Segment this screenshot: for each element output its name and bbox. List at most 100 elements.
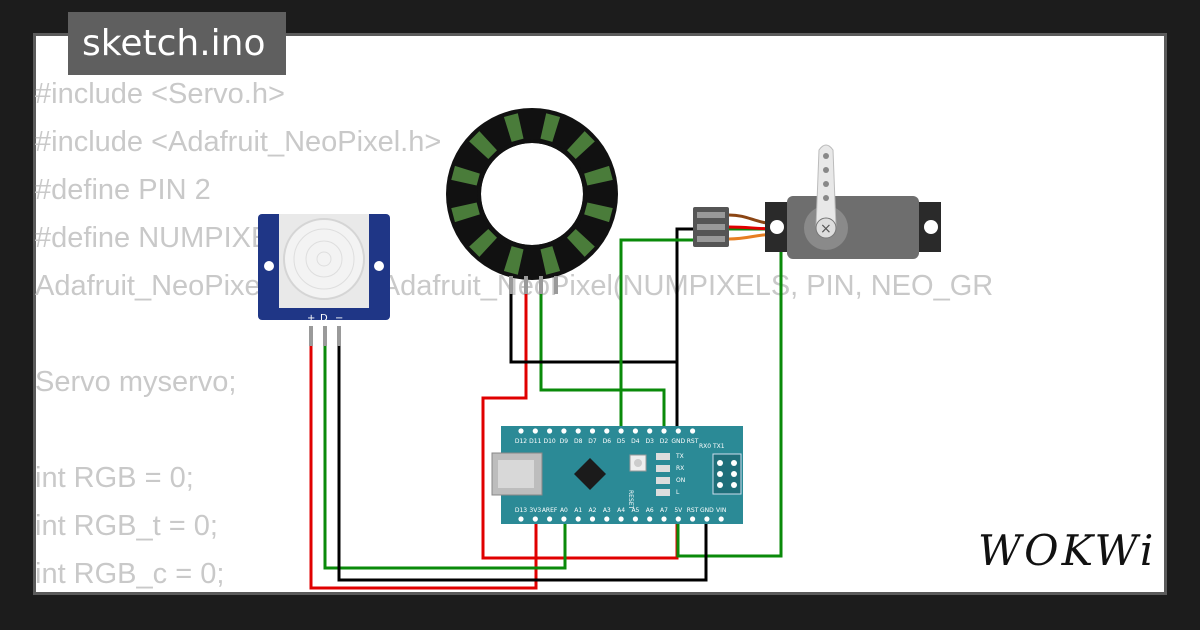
code-line: #define PIN 2 xyxy=(35,174,211,206)
wire-pir-vcc[interactable] xyxy=(309,345,538,590)
nano-pin[interactable] xyxy=(575,516,581,522)
svg-text:RX: RX xyxy=(676,465,684,472)
nano-pin-label: A6 xyxy=(646,507,654,514)
nano-pin[interactable] xyxy=(632,428,639,434)
code-line: int RGB_t = 0; xyxy=(35,510,218,542)
ring-pixel xyxy=(567,229,595,257)
ring-pixel xyxy=(584,202,613,223)
svg-text:×: × xyxy=(820,221,832,237)
nano-pin[interactable] xyxy=(547,516,553,522)
code-line: Servo myservo; xyxy=(35,366,237,398)
nano-pin[interactable] xyxy=(518,428,524,434)
ring-pixel xyxy=(540,113,561,142)
svg-text:TX: TX xyxy=(675,453,684,460)
nano-pin-label: 5V xyxy=(674,507,683,514)
svg-text:L: L xyxy=(676,489,680,496)
nano-pin-label: D13 xyxy=(515,507,527,514)
on-led xyxy=(656,477,670,484)
nano-pin[interactable] xyxy=(675,516,681,522)
nano-pin[interactable] xyxy=(632,516,639,522)
nano-pin-label: GND xyxy=(671,438,685,445)
wire-pir-signal[interactable] xyxy=(323,345,567,570)
ring-pixels xyxy=(451,113,613,275)
ring-pixel xyxy=(584,165,613,186)
svg-text:ON: ON xyxy=(676,477,685,484)
nano-pin[interactable] xyxy=(661,428,667,434)
nano-pin[interactable] xyxy=(704,516,710,522)
nano-pin-label: AREF xyxy=(542,507,558,514)
wire-servo-gnd[interactable] xyxy=(675,227,697,362)
nano-pins xyxy=(518,428,724,522)
nano-pin-label: A4 xyxy=(617,507,625,514)
nano-pin-label: D9 xyxy=(560,438,569,445)
nano-pin[interactable] xyxy=(690,428,696,434)
svg-text:RESET: RESET xyxy=(627,490,634,510)
nano-pin[interactable] xyxy=(675,428,681,434)
servo-motor[interactable]: × xyxy=(693,144,941,259)
nano-pin-label: D4 xyxy=(631,438,640,445)
nano-pin-label: A5 xyxy=(631,507,639,514)
code-line: int RGB_c = 0; xyxy=(35,558,225,590)
nano-pin[interactable] xyxy=(547,428,553,434)
wire-ring-gnd[interactable] xyxy=(509,293,679,430)
ring-pixel xyxy=(540,246,561,275)
nano-pin-label: VIN xyxy=(716,507,726,514)
ring-pixel xyxy=(567,131,595,159)
nano-pin-label: GND xyxy=(700,507,714,514)
nano-pin-label: RST xyxy=(687,507,699,514)
nano-pin[interactable] xyxy=(604,428,610,434)
nano-pin[interactable] xyxy=(561,428,567,434)
nano-pin-label: D8 xyxy=(574,438,583,445)
pir-pin-signal-label: D xyxy=(320,313,328,324)
svg-text:RX0 TX1: RX0 TX1 xyxy=(699,443,725,450)
nano-pin-label: D10 xyxy=(543,438,555,445)
nano-pin[interactable] xyxy=(661,516,667,522)
nano-pin-label: A3 xyxy=(603,507,611,514)
nano-pin-label: D6 xyxy=(603,438,612,445)
ring-pixel xyxy=(451,202,480,223)
nano-pin-label: D12 xyxy=(515,438,527,445)
neopixel-ring[interactable] xyxy=(446,108,618,294)
nano-pin-label: D11 xyxy=(529,438,541,445)
nano-pin[interactable] xyxy=(618,516,624,522)
l-led xyxy=(656,489,670,496)
pir-sensor[interactable]: + D − xyxy=(258,214,390,346)
code-line: #include <Servo.h> xyxy=(35,78,285,110)
nano-pin-label: D5 xyxy=(617,438,626,445)
code-line: int RGB = 0; xyxy=(35,462,194,494)
nano-pin[interactable] xyxy=(690,516,696,522)
ring-pixel xyxy=(451,165,480,186)
file-tab[interactable]: sketch.ino xyxy=(68,12,286,75)
nano-pin-label: A1 xyxy=(574,507,582,514)
nano-pin[interactable] xyxy=(589,428,596,434)
nano-pin-label: A0 xyxy=(560,507,568,514)
ring-pixel xyxy=(469,229,497,257)
code-line: #include <Adafruit_NeoPixel.h> xyxy=(35,126,442,158)
nano-pin-label: D7 xyxy=(588,438,597,445)
ring-pixel xyxy=(503,113,524,142)
nano-pin[interactable] xyxy=(604,516,610,522)
nano-pin[interactable] xyxy=(647,428,653,434)
nano-pin[interactable] xyxy=(518,516,524,522)
rx-led xyxy=(656,465,670,472)
nano-pin-label: A7 xyxy=(660,507,668,514)
wire-servo-signal[interactable] xyxy=(619,238,697,430)
nano-pin[interactable] xyxy=(532,516,538,522)
nano-pin[interactable] xyxy=(561,516,567,522)
nano-pin[interactable] xyxy=(618,428,624,434)
wire-pir-gnd[interactable] xyxy=(337,345,708,582)
nano-pin-label: D2 xyxy=(660,438,669,445)
nano-pin-label: D3 xyxy=(645,438,654,445)
nano-pin[interactable] xyxy=(718,516,724,522)
nano-pin[interactable] xyxy=(589,516,596,522)
nano-pin-label: A2 xyxy=(589,507,597,514)
wire-ring-din[interactable] xyxy=(539,293,666,430)
nano-pin[interactable] xyxy=(647,516,653,522)
nano-pin[interactable] xyxy=(575,428,581,434)
ring-pixel xyxy=(503,246,524,275)
nano-pin[interactable] xyxy=(532,428,538,434)
